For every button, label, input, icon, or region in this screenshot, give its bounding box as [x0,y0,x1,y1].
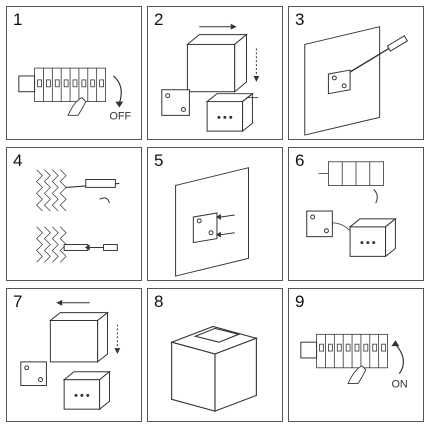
wall-light-icon [169,325,259,412]
step-number: 5 [154,151,164,170]
step-8-panel: 8 [147,288,283,422]
step-number: 3 [295,10,305,29]
step-3-panel: 3 [288,6,424,140]
light-body-icon [205,92,254,133]
step-5-panel: 5 [147,147,283,281]
step-number: 8 [154,292,164,311]
wire-connect-illustration [306,161,397,258]
step-number: 1 [13,10,23,29]
breaker-off-illustration: OFF [18,67,131,122]
light-body-icon [348,217,397,258]
mounting-plate-icon [327,69,351,95]
step-number: 7 [13,292,23,311]
rotate-arrow-icon [113,75,122,104]
mounting-plate-icon [192,212,218,244]
breaker-panel-icon [316,333,388,369]
mounting-plate-icon [161,89,190,116]
off-label: OFF [109,110,131,122]
terminal-block-icon [318,161,384,186]
rotate-arrow-icon [99,197,110,204]
step-9-panel: 9 ON [288,288,424,422]
drill-anchor-illustration [36,169,120,263]
cover-icon [48,311,109,363]
mounting-plate-icon [306,210,333,238]
step-number: 2 [154,10,164,29]
arrow-down-icon [114,348,121,355]
light-body-icon [62,370,111,411]
breaker-panel-icon [34,67,106,102]
hand-icon [67,97,87,116]
breaker-on-illustration: ON [300,333,408,391]
screw-icon [215,231,221,238]
step-7-panel: 7 [6,288,142,422]
wall-anchor-icon [63,244,89,251]
rotate-arrow-icon [394,343,404,375]
step-4-panel: 4 [6,147,142,281]
hand-icon [347,365,367,385]
step-2-panel: 2 [147,6,283,140]
step-number: 4 [13,151,23,170]
step-number: 9 [295,292,305,311]
fix-plate-illustration [304,26,409,136]
step-6-panel: 6 [288,147,424,281]
attach-cover-illustration [20,299,121,411]
remove-cover-illustration [161,23,260,133]
on-label: ON [391,379,407,391]
instruction-grid: 1 OFF 2 [6,6,424,424]
arrow-down-icon [253,75,260,82]
mounting-plate-icon [20,361,47,387]
arrow-left-icon [56,299,63,306]
screw-icon [215,214,221,220]
finished-light-illustration [169,325,259,412]
screw-plate-illustration [175,167,249,277]
masonry-wall-icon [36,169,67,263]
step-number: 6 [295,151,305,170]
arrow-down-icon [373,189,378,204]
step-1-panel: 1 OFF [6,6,142,140]
arrow-right-icon [230,23,237,30]
